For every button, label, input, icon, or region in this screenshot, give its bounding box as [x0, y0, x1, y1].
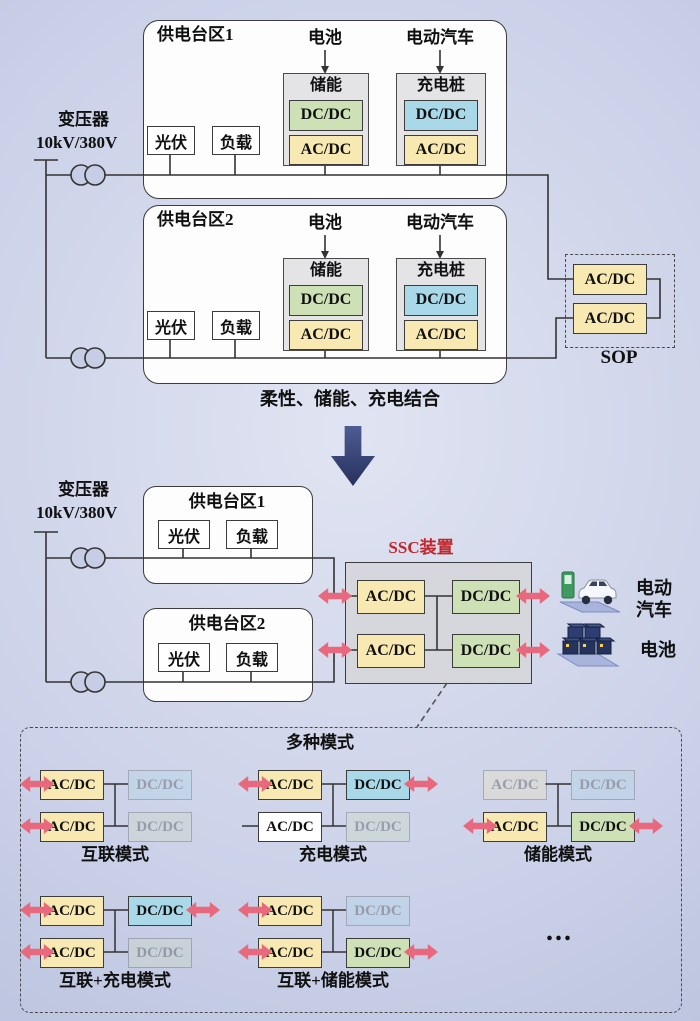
storage-unit-title: 储能	[309, 262, 342, 279]
power-flow-arrow	[629, 818, 663, 834]
pv-box: 光伏	[147, 126, 195, 155]
supply-area2-title: 供电台区2	[157, 210, 234, 229]
acdc-converter: AC/DC	[404, 134, 478, 165]
power-flow-arrow	[20, 902, 54, 918]
storage-unit: 储能 DC/DC AC/DC	[283, 73, 369, 166]
acdc-converter: AC/DC	[404, 319, 478, 350]
charging-pile-unit: 充电桩 DC/DC AC/DC	[396, 73, 486, 166]
sop-acdc-converter: AC/DC	[573, 303, 647, 334]
ssc-acdc-converter: AC/DC	[357, 634, 425, 668]
modes-title: 多种模式	[286, 733, 354, 752]
transformer-label: 变压器	[58, 110, 109, 129]
acdc-converter: AC/DC	[289, 134, 363, 165]
power-flow-arrow	[20, 818, 54, 834]
ellipsis-more-modes: ...	[546, 916, 573, 947]
dcdc-converter: DC/DC	[289, 100, 363, 131]
power-flow-arrow	[516, 642, 550, 658]
load-box: 负载	[212, 311, 260, 340]
mode-label: 充电模式	[299, 845, 367, 864]
charging-pile-title: 充电桩	[416, 262, 465, 279]
transformer-rating: 10kV/380V	[36, 133, 118, 152]
acdc-converter: AC/DC	[40, 938, 104, 968]
ev-label-line1: 电动	[636, 578, 672, 598]
dcdc-converter-inactive: DC/DC	[128, 812, 192, 842]
ssc-dcdc-converter: DC/DC	[452, 634, 520, 668]
acdc-converter: AC/DC	[289, 319, 363, 350]
dcdc-converter-inactive: DC/DC	[128, 770, 192, 800]
dcdc-converter-inactive: DC/DC	[346, 896, 410, 926]
sop-label: SOP	[600, 347, 638, 368]
dcdc-converter: DC/DC	[289, 285, 363, 316]
storage-unit-title: 储能	[309, 77, 342, 94]
acdc-converter-inactive: AC/DC	[483, 770, 547, 800]
transformer-label: 变压器	[58, 480, 109, 499]
load-box: 负载	[212, 126, 260, 155]
ev-label-line2: 汽车	[636, 600, 672, 620]
ssc-acdc-converter: AC/DC	[357, 580, 425, 614]
dcdc-converter: DC/DC	[571, 812, 635, 842]
ssc-device-title: SSC装置	[388, 538, 454, 557]
mode-label: 互联+充电模式	[59, 971, 171, 990]
mode-label: 互联模式	[81, 845, 149, 864]
load-box: 负载	[226, 643, 278, 672]
dcdc-converter-inactive: DC/DC	[571, 770, 635, 800]
dcdc-converter-inactive: DC/DC	[128, 938, 192, 968]
ev-label: 电动汽车	[406, 213, 474, 232]
transformer-symbols	[70, 164, 106, 693]
power-flow-arrow	[20, 776, 54, 792]
acdc-converter-idle: AC/DC	[258, 812, 322, 842]
supply-area1-title: 供电台区1	[188, 492, 266, 511]
ev-label: 电动汽车	[406, 28, 474, 47]
power-flow-arrow	[516, 588, 550, 604]
battery-pack-icon	[556, 623, 620, 667]
battery-label: 电池	[640, 640, 676, 660]
charging-pile-unit: 充电桩 DC/DC AC/DC	[396, 258, 486, 351]
charging-pile-title: 充电桩	[416, 77, 465, 94]
transformer-rating: 10kV/380V	[36, 503, 118, 522]
pv-box: 光伏	[158, 520, 210, 549]
mode-label: 储能模式	[524, 845, 592, 864]
battery-label: 电池	[308, 28, 342, 47]
pv-box: 光伏	[158, 643, 210, 672]
supply-area2-title: 供电台区2	[188, 614, 266, 633]
modes-dashed-box	[20, 727, 682, 1013]
dcdc-converter: DC/DC	[404, 285, 478, 316]
dcdc-converter: DC/DC	[346, 938, 410, 968]
dcdc-converter: DC/DC	[346, 770, 410, 800]
ssc-dcdc-converter: DC/DC	[452, 580, 520, 614]
down-arrow-icon	[331, 426, 375, 486]
battery-label: 电池	[308, 213, 342, 232]
load-box: 负载	[226, 520, 278, 549]
dcdc-converter: DC/DC	[128, 896, 192, 926]
ev-charging-station-icon	[559, 571, 621, 613]
sop-acdc-converter: AC/DC	[573, 264, 647, 295]
storage-unit: 储能 DC/DC AC/DC	[283, 258, 369, 351]
supply-area1-title: 供电台区1	[157, 25, 234, 44]
dcdc-converter-inactive: DC/DC	[346, 812, 410, 842]
dcdc-converter: DC/DC	[404, 100, 478, 131]
power-flow-arrow	[20, 944, 54, 960]
mode-label: 互联+储能模式	[277, 971, 389, 990]
ssc-to-modes-dashed-line	[416, 682, 448, 728]
pv-box: 光伏	[147, 311, 195, 340]
top-caption: 柔性、储能、充电结合	[260, 389, 440, 409]
